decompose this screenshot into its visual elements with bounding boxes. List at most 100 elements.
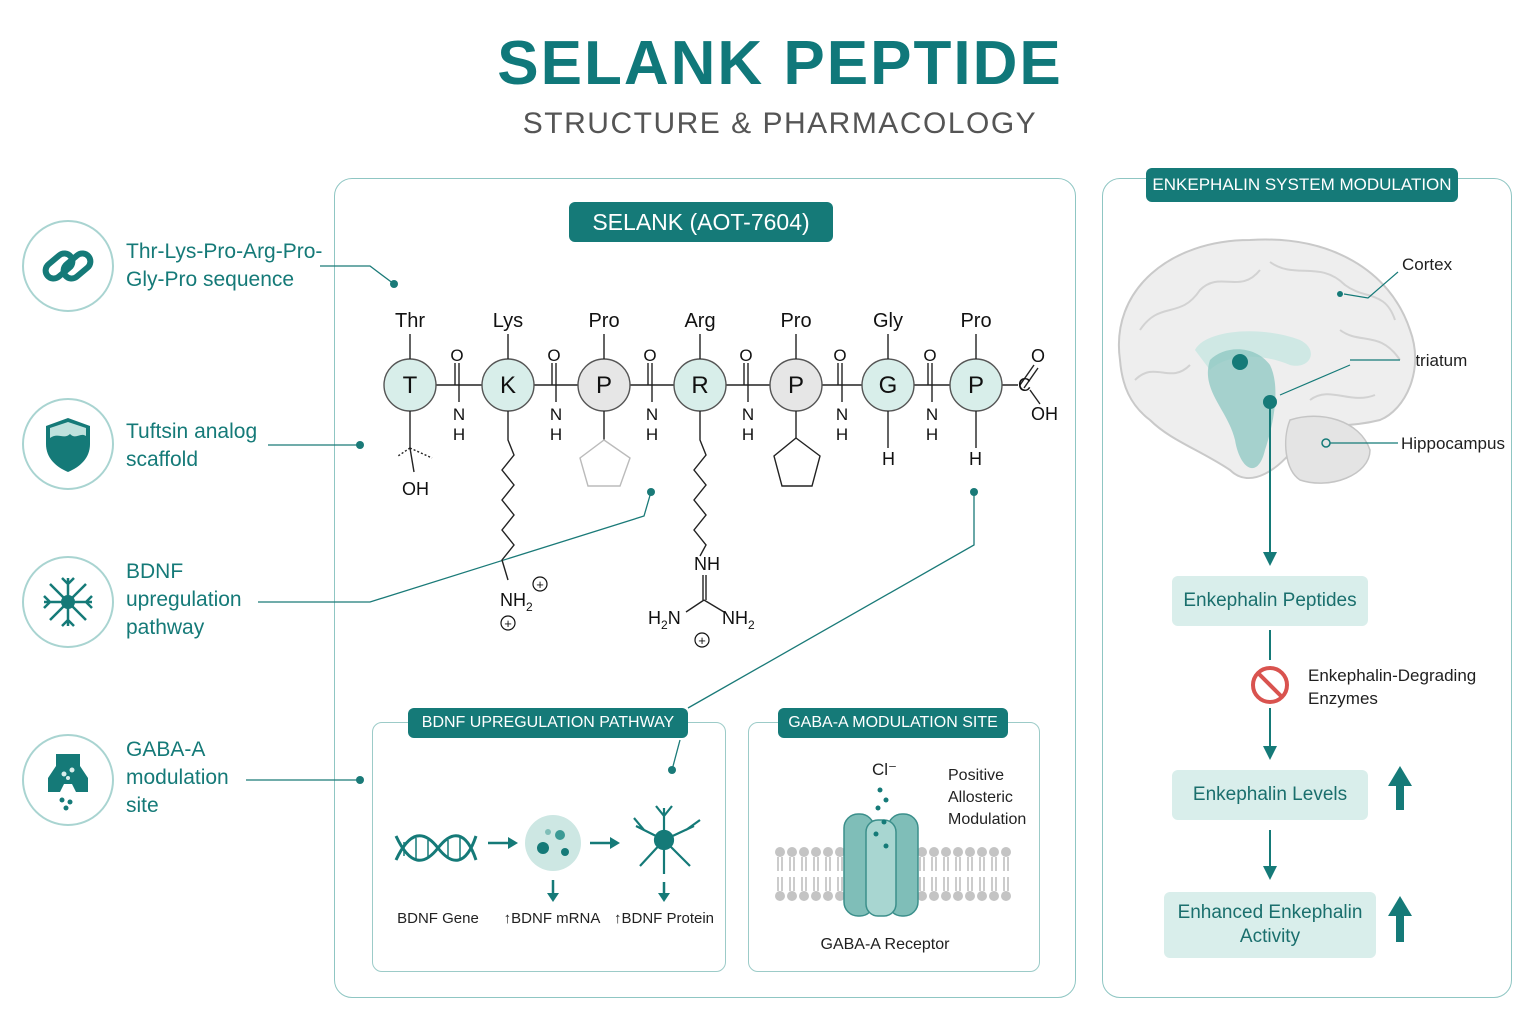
modulation-label: Positive Allosteric Modulation xyxy=(948,765,1026,831)
lipid-head xyxy=(787,891,797,901)
lipid-head xyxy=(1001,891,1011,901)
lipid-tail xyxy=(789,877,795,891)
lipid-tail xyxy=(919,857,925,871)
lipid-head xyxy=(775,847,785,857)
amide-n-label: N xyxy=(453,405,465,424)
amide-n-label: N xyxy=(550,405,562,424)
amide-h-label: H xyxy=(836,425,848,444)
page-subtitle: STRUCTURE & PHARMACOLOGY xyxy=(522,107,1038,140)
lipid-tail xyxy=(777,857,783,871)
enkephalin-levels-box: Enkephalin Levels xyxy=(1172,770,1368,820)
arg-h2n-label: H2N xyxy=(648,608,681,632)
lipid-tail xyxy=(943,857,949,871)
lipid-head xyxy=(799,847,809,857)
lipid-head xyxy=(1001,847,1011,857)
lipid-head xyxy=(977,847,987,857)
pro-h-label: H xyxy=(969,449,982,469)
lipid-head xyxy=(811,891,821,901)
amide-h-label: H xyxy=(926,425,938,444)
gaba-receptor-icon xyxy=(843,787,919,917)
lipid-tail xyxy=(825,877,831,891)
bdnf-step-mrna: ↑BDNF mRNA xyxy=(503,910,601,927)
lipid-tail xyxy=(979,857,985,871)
gly-h-label: H xyxy=(882,449,895,469)
carbonyl-o-label: O xyxy=(923,346,936,365)
lipid-tail xyxy=(931,857,937,871)
lipid-head xyxy=(989,891,999,901)
shield-icon xyxy=(46,418,90,472)
lipid-head xyxy=(953,847,963,857)
modulation-line: Modulation xyxy=(948,811,1027,828)
bdnf-protein-neuron-icon xyxy=(633,805,701,874)
region-striatum: Striatum xyxy=(1404,351,1468,370)
feature-label-tuftsin: Tuftsin analog scaffold xyxy=(126,420,258,471)
increase-arrow-icon xyxy=(1388,766,1412,942)
lipid-tail xyxy=(801,877,807,891)
carbonyl-o-label: O xyxy=(739,346,752,365)
lipid-tail xyxy=(801,857,807,871)
lipid-tail xyxy=(825,857,831,871)
lipid-tail xyxy=(931,877,937,891)
enkephalin-peptides-box: Enkephalin Peptides xyxy=(1172,576,1368,626)
amide-h-label: H xyxy=(646,425,658,444)
amide-n-label: N xyxy=(646,405,658,424)
lipid-head xyxy=(929,847,939,857)
carbonyl-o-label: O xyxy=(547,346,560,365)
side-chain-labels: OH NH2 NH H2N NH2 H H O C OH xyxy=(402,346,1058,632)
lipid-head xyxy=(941,891,951,901)
gaba-header: GABA-A MODULATION SITE xyxy=(778,708,1008,738)
feature-label-sequence: Thr-Lys-Pro-Arg-Pro-Gly-Pro sequence xyxy=(126,240,323,291)
structure-header: SELANK (AOT-7604) xyxy=(569,202,833,242)
amide-n-label: N xyxy=(926,405,938,424)
side-chains xyxy=(397,364,1041,613)
lipid-head xyxy=(989,847,999,857)
lipid-tail xyxy=(967,857,973,871)
feature-label-bdnf: BDNF upregulation pathway xyxy=(126,560,242,639)
lipid-tail xyxy=(837,857,843,871)
region-cortex: Cortex xyxy=(1402,255,1453,274)
region-hippocampus: Hippocampus xyxy=(1401,434,1505,453)
carbonyl-o-label: O xyxy=(833,346,846,365)
arg-nh-label: NH xyxy=(694,554,720,574)
residue-code: K xyxy=(500,372,516,399)
lipid-tail xyxy=(789,857,795,871)
residue-name: Thr xyxy=(395,310,425,332)
dna-icon xyxy=(394,834,478,862)
residue-code: R xyxy=(691,372,708,399)
connector-dots xyxy=(356,280,978,784)
lipid-tail xyxy=(919,877,925,891)
lipid-membrane xyxy=(775,847,1011,901)
lipid-tail xyxy=(967,877,973,891)
amide-h-label: H xyxy=(453,425,465,444)
lipid-head xyxy=(917,891,927,901)
receptor-icon xyxy=(48,754,88,811)
chain-link-icon xyxy=(42,250,94,282)
lipid-head xyxy=(775,891,785,901)
lipid-head xyxy=(835,847,845,857)
brain-illustration xyxy=(1117,238,1417,484)
residue-name: Gly xyxy=(873,310,903,332)
inhibit-icon xyxy=(1251,666,1289,704)
enzymes-line: Enzymes xyxy=(1308,689,1378,708)
residue-name: Lys xyxy=(493,310,523,332)
lipid-head xyxy=(953,891,963,901)
amide-n-label: N xyxy=(836,405,848,424)
lys-amine-label: NH2 xyxy=(500,590,533,614)
residue-code: P xyxy=(788,372,804,399)
feature-icon-frame xyxy=(22,220,114,312)
lipid-tail xyxy=(1003,877,1009,891)
charge-sign: + xyxy=(536,577,544,592)
pathway-arrows xyxy=(488,837,670,902)
terminal-c-label: C xyxy=(1018,375,1031,395)
feature-icon-frame xyxy=(22,556,114,648)
lipid-tail xyxy=(1003,857,1009,871)
chloride-ion-label: Cl⁻ xyxy=(872,760,898,779)
lipid-tail xyxy=(813,877,819,891)
lipid-head xyxy=(835,891,845,901)
lipid-tail xyxy=(979,877,985,891)
lipid-tail xyxy=(991,877,997,891)
arg-nh2-label: NH2 xyxy=(722,608,755,632)
neuron-icon xyxy=(43,577,93,627)
